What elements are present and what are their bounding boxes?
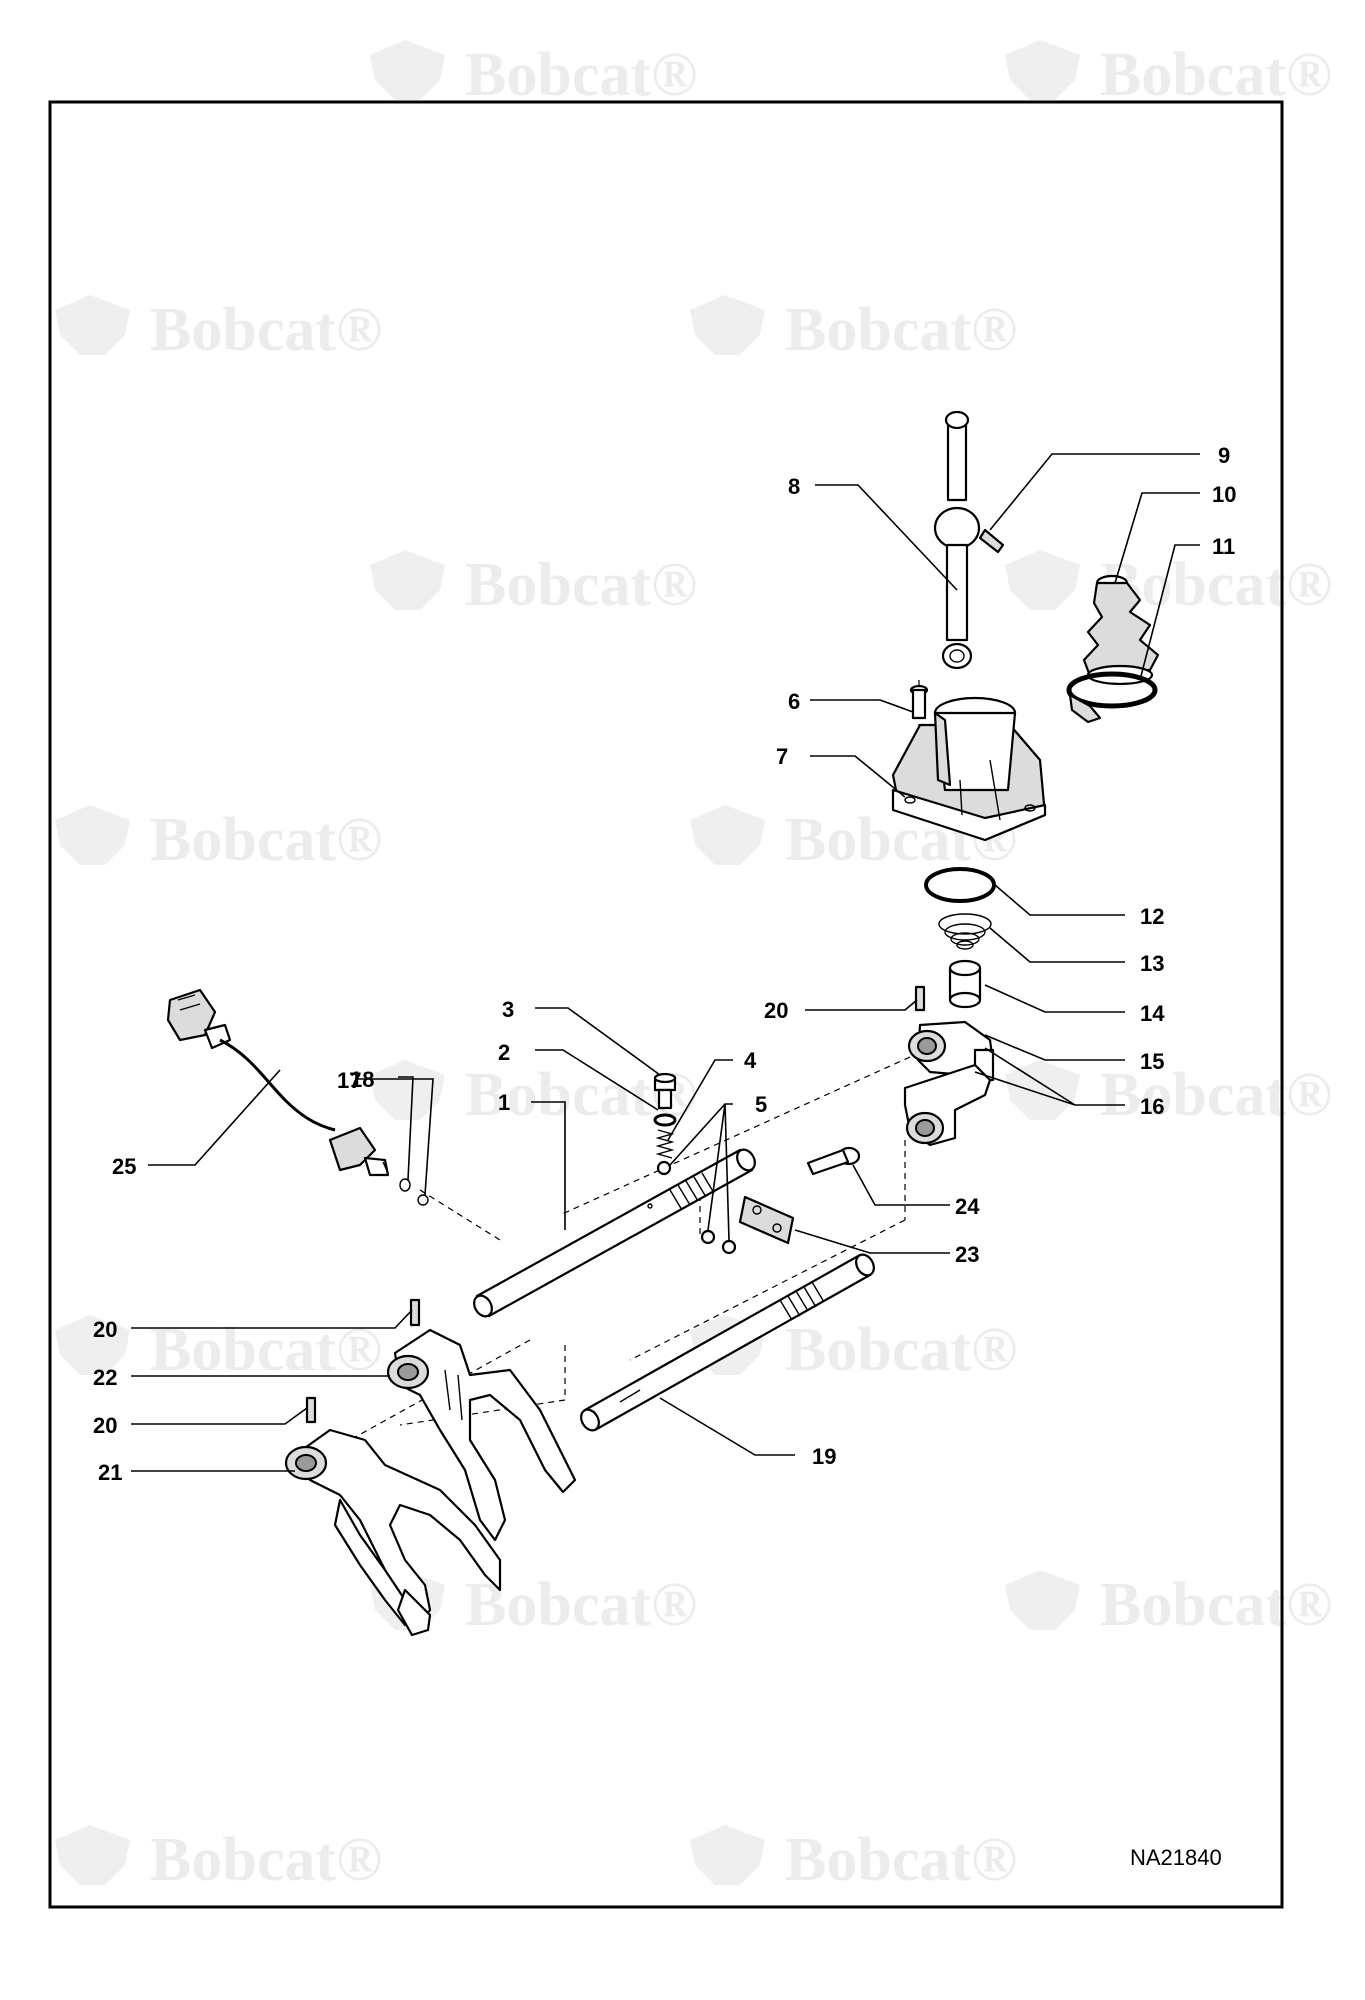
shift-rail-lower	[580, 1253, 875, 1432]
callout-4: 4	[744, 1048, 757, 1073]
roll-pin-part-top	[914, 985, 926, 1012]
callout-9: 9	[1218, 443, 1230, 468]
bobcat-watermark-logo: Bobcat®	[1005, 550, 1332, 619]
shift-rail-upper	[473, 1148, 756, 1318]
bobcat-watermark-text: Bobcat®	[465, 551, 697, 619]
bobcat-watermark-logo: Bobcat®	[370, 550, 697, 619]
bobcat-watermark-text: Bobcat®	[150, 806, 382, 874]
shift-fork-lower	[284, 1428, 502, 1637]
callout-16: 16	[1140, 1094, 1164, 1119]
bushing-part	[948, 959, 982, 1009]
bobcat-watermark-logo: Bobcat®	[1005, 1060, 1332, 1129]
callout-17: 17	[337, 1068, 361, 1093]
bobcat-watermark-logo: Bobcat®	[690, 295, 1017, 364]
bobcat-watermark-text: Bobcat®	[465, 1571, 697, 1639]
callout-1: 1	[498, 1090, 510, 1115]
drawing-frame	[48, 100, 1284, 1909]
callout-14: 14	[1140, 1001, 1165, 1026]
callout-25: 25	[112, 1154, 136, 1179]
lever-housing-part	[891, 696, 1047, 842]
callout-8: 8	[788, 474, 800, 499]
callout-2: 2	[498, 1040, 510, 1065]
bobcat-watermark-logo: Bobcat®	[55, 295, 382, 364]
roll-pin-part-middle	[409, 1298, 421, 1327]
drawing-reference-id: NA21840	[1130, 1845, 1222, 1870]
bobcat-watermark-logo: Bobcat®	[370, 40, 697, 109]
o-ring-part-12	[924, 867, 996, 903]
bobcat-watermark-text: Bobcat®	[1100, 41, 1332, 109]
shift-lever-part	[933, 410, 1005, 670]
detent-ball-b	[700, 1229, 716, 1245]
callout-18: 18	[350, 1067, 374, 1092]
callout-10: 10	[1212, 482, 1236, 507]
callout-20-bottom: 20	[93, 1413, 117, 1438]
bobcat-watermark-logo: Bobcat®	[55, 1825, 382, 1894]
o-ring-part-17	[417, 1194, 429, 1206]
callout-21: 21	[98, 1460, 122, 1485]
bolt-part-6	[909, 684, 929, 720]
callout-20-top: 20	[764, 998, 788, 1023]
bobcat-watermark-text: Bobcat®	[1100, 1571, 1332, 1639]
bobcat-watermark-text: Bobcat®	[150, 1316, 382, 1384]
callout-15: 15	[1140, 1049, 1164, 1074]
callout-11: 11	[1212, 534, 1235, 559]
callout-3: 3	[502, 997, 514, 1022]
bobcat-watermark-text: Bobcat®	[150, 296, 382, 364]
callout-labels: 1 2 3 4 5 6 7 8 9 10 11 12 13 14 15 16 1…	[93, 443, 1236, 1485]
bobcat-watermark-text: Bobcat®	[1100, 1061, 1332, 1129]
bobcat-watermark-text: Bobcat®	[150, 1826, 382, 1894]
bobcat-watermark-logo: Bobcat®	[690, 1825, 1017, 1894]
bobcat-watermark-logo: Bobcat®	[1005, 1570, 1332, 1639]
callout-22: 22	[93, 1365, 117, 1390]
o-ring-part-18	[399, 1178, 411, 1192]
washer-part	[653, 1113, 677, 1127]
bolt-part-24	[806, 1146, 861, 1176]
watermark-layer: Bobcat® Bobcat® Bobcat® Bobcat® Bobcat® Bobca…	[55, 40, 1332, 1894]
conical-spring-part	[938, 913, 992, 950]
callout-7: 7	[776, 744, 788, 769]
bobcat-watermark-text: Bobcat®	[785, 1316, 1017, 1384]
callout-5: 5	[755, 1092, 767, 1117]
bobcat-watermark-text: Bobcat®	[1100, 551, 1332, 619]
bobcat-watermark-logo: Bobcat®	[1005, 40, 1332, 109]
callout-6: 6	[788, 689, 800, 714]
callout-19: 19	[812, 1444, 836, 1469]
bobcat-watermark-logo: Bobcat®	[55, 805, 382, 874]
callout-12: 12	[1140, 904, 1164, 929]
callout-20-middle: 20	[93, 1317, 117, 1342]
sensor-with-cable-part	[166, 988, 390, 1177]
callout-13: 13	[1140, 951, 1164, 976]
callout-24: 24	[955, 1194, 980, 1219]
bobcat-watermark-text: Bobcat®	[465, 41, 697, 109]
interlock-plate-part	[738, 1195, 795, 1245]
bobcat-watermark-logo: Bobcat®	[370, 1060, 697, 1129]
callout-23: 23	[955, 1242, 979, 1267]
selector-arm-lower	[903, 1063, 992, 1147]
detent-ball-c	[721, 1239, 737, 1255]
shift-fork-upper	[386, 1328, 577, 1542]
detent-spring-part	[655, 1129, 675, 1159]
bobcat-watermark-text: Bobcat®	[785, 1826, 1017, 1894]
bobcat-watermark-text: Bobcat®	[785, 296, 1017, 364]
bolt-part-3	[653, 1072, 677, 1110]
leader-lines	[131, 453, 1200, 1472]
detent-ball-a	[656, 1160, 672, 1176]
roll-pin-part-bottom	[305, 1396, 317, 1424]
hose-clamp-part	[1066, 671, 1158, 724]
